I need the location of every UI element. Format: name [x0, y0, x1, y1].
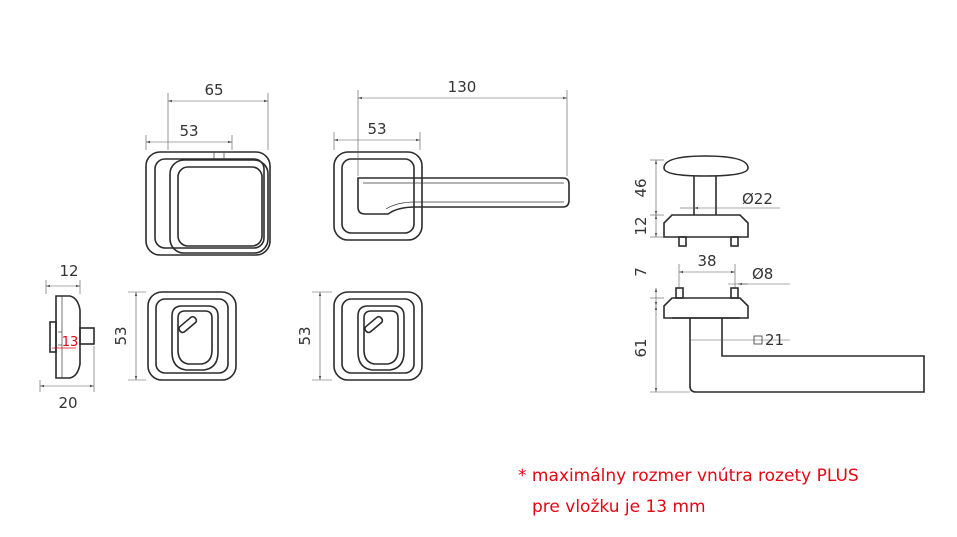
knob-diameter-dimension: Ø22: [680, 190, 780, 210]
knob-rosette-view: [145, 151, 271, 256]
knob-rosette-width-dimension: 53: [145, 122, 233, 150]
note-line-2: pre vložku je 13 mm: [532, 497, 706, 517]
pin-diameter-dimension: Ø8: [728, 265, 790, 286]
escutcheon2-height-label: 53: [296, 326, 314, 345]
escutcheon-front-view-1: [147, 291, 237, 381]
knob-projection-dimension: 46: [632, 159, 664, 216]
knob-width-dimension: 65: [167, 81, 269, 150]
side-cylinder-label: 13: [62, 335, 79, 350]
lever-projection-dimension: 61: [632, 306, 690, 393]
rosette-thickness-dimension: 12: [632, 215, 664, 238]
base-thickness-dimension: 7: [632, 267, 664, 306]
side-depth-top-dimension: 12: [45, 262, 81, 294]
lever-length-label: 130: [448, 78, 477, 96]
note-line-1: * maximálny rozmer vnútra rozety PLUS: [518, 466, 859, 486]
lever-length-dimension: 130: [357, 78, 568, 176]
pin-spacing-label: 38: [697, 252, 716, 270]
lever-square-label: 21: [765, 331, 784, 349]
side-depth-bottom-dimension: 20: [39, 346, 95, 412]
escutcheon-front-view-2: [333, 291, 423, 381]
lever-rosette-width-dimension: 53: [333, 120, 421, 150]
rosette-thickness-label: 12: [632, 216, 650, 235]
knob-rosette-width-label: 53: [179, 122, 198, 140]
side-depth-bottom-label: 20: [58, 394, 77, 412]
lever-rosette-width-label: 53: [367, 120, 386, 138]
escutcheon2-height-dimension: 53: [296, 291, 332, 381]
lever-projection-label: 61: [632, 338, 650, 357]
pin-spacing-dimension: 38: [678, 252, 736, 288]
lever-side-view: [663, 287, 925, 393]
knob-side-view: [663, 155, 749, 247]
side-cylinder-dimension: 13: [52, 335, 78, 350]
pin-diameter-label: Ø8: [752, 265, 773, 283]
escutcheon1-height-dimension: 53: [112, 291, 146, 381]
side-depth-top-label: 12: [59, 262, 78, 280]
knob-diameter-label: Ø22: [742, 190, 773, 208]
lever-square-dimension: 21: [690, 331, 790, 349]
escutcheon1-height-label: 53: [112, 326, 130, 345]
lever-rosette-view: [333, 151, 570, 241]
knob-projection-label: 46: [632, 178, 650, 197]
knob-width-label: 65: [204, 81, 223, 99]
escutcheon-side-view: [49, 295, 95, 379]
base-thickness-label: 7: [632, 267, 650, 277]
